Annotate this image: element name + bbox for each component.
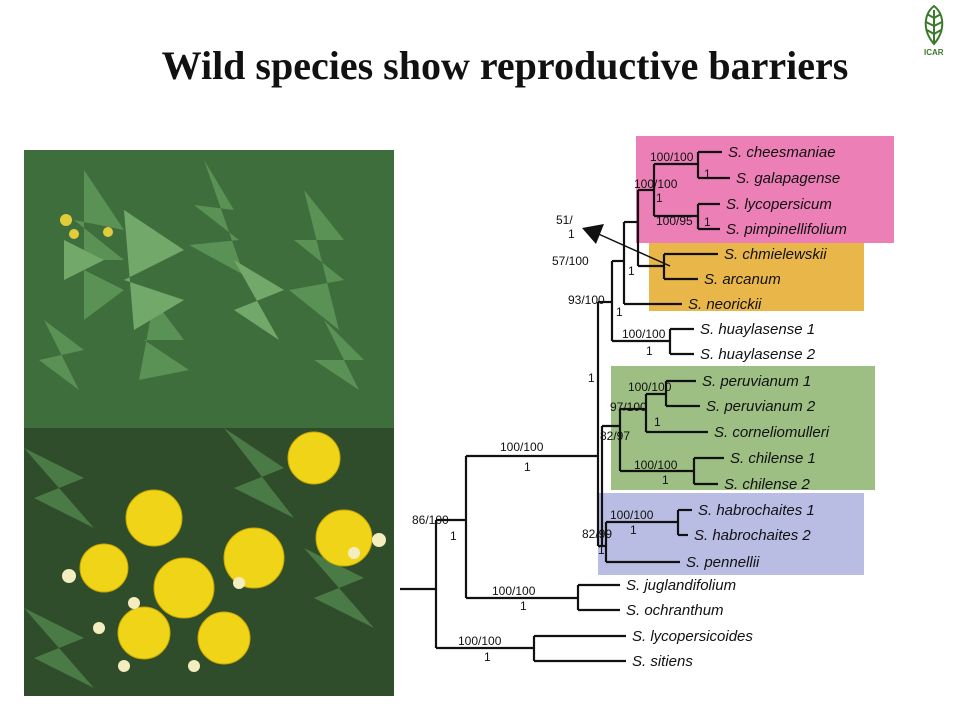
- support-value: 1: [616, 305, 623, 319]
- support-value: 100/100: [650, 150, 694, 164]
- support-value: 97/100: [610, 400, 647, 414]
- tip-label: S. cheesmaniae: [728, 144, 836, 161]
- icar-logo: [924, 4, 944, 46]
- support-value: 100/100: [628, 380, 672, 394]
- yellow-flowers-photo: [24, 428, 394, 696]
- support-value: 100/100: [622, 327, 666, 341]
- support-value: 1: [662, 473, 669, 487]
- support-value: 1: [450, 529, 457, 543]
- tip-label: S. chilense 2: [724, 476, 811, 493]
- support-value: 1: [484, 650, 491, 664]
- support-value: 86/100: [412, 513, 449, 527]
- tip-label: S. juglandifolium: [626, 577, 736, 594]
- support-value: 51/: [556, 213, 573, 227]
- support-value: 100/100: [500, 440, 544, 454]
- support-value: 1: [630, 523, 637, 537]
- tip-label: S. ochranthum: [626, 602, 724, 619]
- support-value: 1: [588, 371, 595, 385]
- logo-text: ICAR: [924, 48, 944, 57]
- arrow-line: [593, 231, 671, 267]
- tip-label: S. sitiens: [632, 653, 693, 670]
- support-value: 100/100: [458, 634, 502, 648]
- support-value: 1: [520, 599, 527, 613]
- tip-label: S. lycopersicum: [726, 196, 832, 213]
- support-value: 100/100: [610, 508, 654, 522]
- slide-title: Wild species show reproductive barriers: [161, 43, 849, 88]
- support-value: 57/100: [552, 254, 589, 268]
- tip-label: S. corneliomulleri: [714, 424, 830, 441]
- tip-label: S. peruvianum 1: [702, 373, 811, 390]
- tip-label: S. huaylasense 1: [700, 321, 815, 338]
- support-value: 100/100: [634, 177, 678, 191]
- support-value: 100/100: [492, 584, 536, 598]
- support-value: 82/97: [600, 429, 630, 443]
- support-value: 100/95: [656, 214, 693, 228]
- support-value: 1: [524, 460, 531, 474]
- support-value: 82/99: [582, 527, 612, 541]
- support-value: 1: [656, 191, 663, 205]
- tip-label: S. chilense 1: [730, 450, 816, 467]
- tip-label: S. pennellii: [686, 554, 760, 571]
- support-value: 1: [598, 543, 605, 557]
- support-value: 1: [654, 415, 661, 429]
- support-value: 100/100: [634, 458, 678, 472]
- tip-label: S. huaylasense 2: [700, 346, 816, 363]
- tip-label: S. arcanum: [704, 271, 781, 288]
- support-value: 1: [704, 167, 711, 181]
- support-value: 1: [704, 215, 711, 229]
- tip-label: S. habrochaites 1: [698, 502, 815, 519]
- phylogenetic-tree: S. cheesmaniae S. galapagense S. lycoper…: [400, 136, 894, 670]
- tip-label: S. habrochaites 2: [694, 527, 811, 544]
- clade-box-pink: [636, 136, 894, 243]
- tip-label: S. peruvianum 2: [706, 398, 816, 415]
- clade-box-green: [611, 366, 875, 490]
- support-value: 1: [628, 264, 635, 278]
- tip-label: S. galapagense: [736, 170, 840, 187]
- tip-label: S. pimpinellifolium: [726, 221, 847, 238]
- support-value: 93/100: [568, 293, 605, 307]
- support-value: 1: [646, 344, 653, 358]
- tip-label: S. lycopersicoides: [632, 628, 753, 645]
- arrow-head-icon: [582, 224, 604, 244]
- support-value: 1: [568, 227, 575, 241]
- leaf-foliage-photo: [24, 150, 394, 428]
- tip-label: S. chmielewskii: [724, 246, 827, 263]
- tip-label: S. neorickii: [688, 296, 762, 313]
